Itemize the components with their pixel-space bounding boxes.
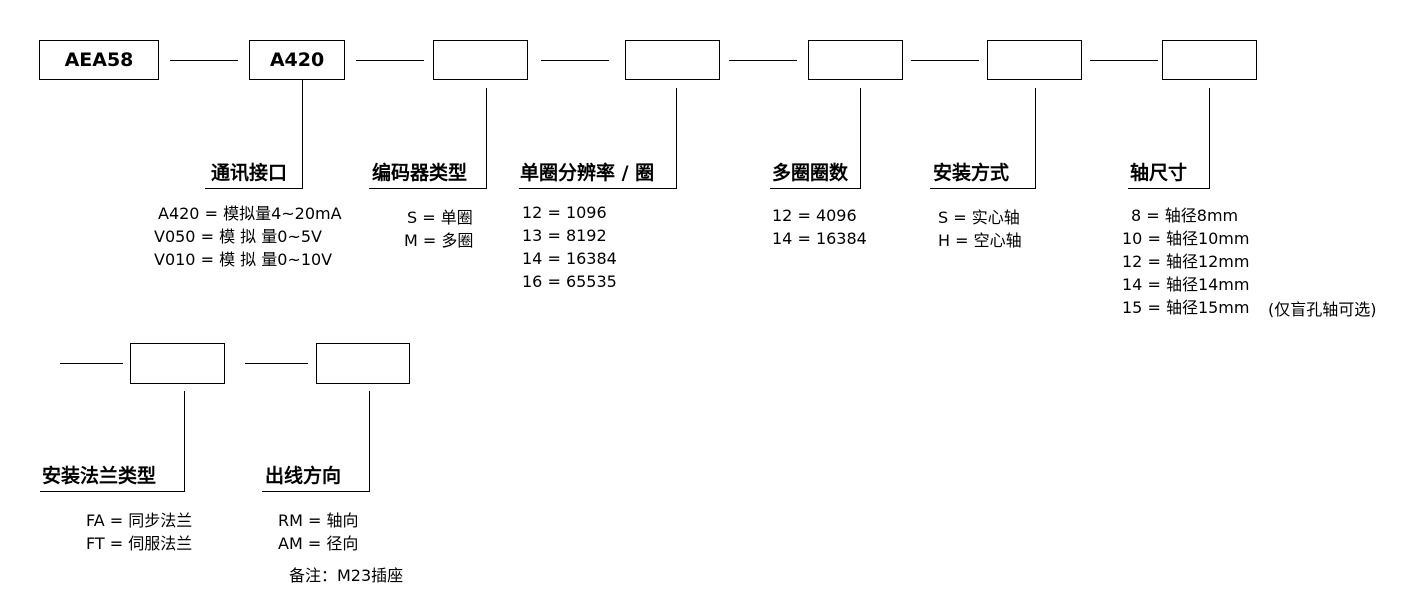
option-item: S = 实心轴 [938, 208, 1020, 227]
model-box-cable-exit [316, 343, 410, 384]
option-list-cable-exit: RM = 轴向 AM = 径向 [278, 509, 359, 555]
title-underline [770, 188, 861, 189]
option-item: S = 单圈 [407, 208, 473, 227]
field-title-flange: 安装法兰类型 [42, 465, 157, 487]
option-list-mounting: S = 实心轴 H = 空心轴 [938, 206, 1022, 252]
field-title-interface: 通讯接口 [211, 162, 288, 184]
leader-line [302, 80, 303, 188]
option-item: 10 = 轴径10mm [1122, 229, 1250, 248]
option-item: AM = 径向 [278, 534, 359, 553]
leader-line [860, 88, 861, 188]
option-list-flange: FA = 同步法兰 FT = 伺服法兰 [86, 509, 192, 555]
connector-line [1090, 60, 1158, 61]
title-underline [205, 188, 303, 189]
option-item: 12 = 轴径12mm [1122, 252, 1250, 271]
option-item: FT = 伺服法兰 [86, 534, 193, 553]
option-list-singleturn: 12 = 1096 13 = 8192 14 = 16384 16 = 6553… [522, 201, 617, 293]
option-item: V050 = 模 拟 量0~5V [154, 227, 322, 246]
option-item: H = 空心轴 [938, 231, 1022, 250]
option-item: 14 = 16384 [522, 249, 617, 268]
leader-line [676, 88, 677, 188]
model-box-singleturn [625, 40, 720, 80]
title-underline [930, 188, 1036, 189]
connector-line [60, 363, 123, 364]
field-title-cable-exit: 出线方向 [265, 465, 342, 487]
field-title-encoder-type: 编码器类型 [372, 162, 468, 184]
option-item: 12 = 4096 [772, 206, 857, 225]
connector-line [729, 60, 797, 61]
model-box-interface: A420 [249, 40, 345, 80]
option-list-encoder-type: S = 单圈 M = 多圈 [404, 206, 473, 252]
model-box-shaft-size [1162, 40, 1257, 80]
option-item: 14 = 轴径14mm [1122, 275, 1250, 294]
title-underline [40, 491, 185, 492]
leader-line [486, 88, 487, 188]
option-item: 12 = 1096 [522, 203, 607, 222]
connector-line [911, 60, 979, 61]
shaft-size-note: (仅盲孔轴可选) [1268, 300, 1377, 319]
connector-line [170, 60, 238, 61]
title-underline [1128, 188, 1210, 189]
option-item: 13 = 8192 [522, 226, 607, 245]
option-list-interface: A420 = 模拟量4~20mA V050 = 模 拟 量0~5V V010 =… [154, 202, 342, 271]
leader-line [1035, 88, 1036, 188]
cable-exit-remark: 备注：M23插座 [289, 566, 404, 585]
leader-line [369, 391, 370, 491]
option-item: RM = 轴向 [278, 511, 359, 530]
option-item: FA = 同步法兰 [86, 511, 193, 530]
option-item: A420 = 模拟量4~20mA [158, 204, 342, 223]
title-underline [519, 188, 677, 189]
model-box-encoder-type [433, 40, 528, 80]
connector-line [541, 60, 609, 61]
option-item: 15 = 轴径15mm [1122, 298, 1250, 317]
field-title-singleturn: 单圈分辨率 / 圈 [520, 162, 655, 184]
field-title-shaft-size: 轴尺寸 [1130, 162, 1188, 184]
model-box-mounting [987, 40, 1082, 80]
leader-line [184, 391, 185, 491]
connector-line [245, 363, 308, 364]
option-item: V010 = 模 拟 量0~10V [154, 250, 333, 269]
leader-line [1209, 88, 1210, 188]
option-item: 8 = 轴径8mm [1131, 206, 1239, 225]
model-box-flange [130, 343, 225, 384]
title-underline [369, 188, 487, 189]
model-box-series: AEA58 [39, 40, 159, 80]
option-list-multiturn: 12 = 4096 14 = 16384 [772, 204, 867, 250]
title-underline [262, 491, 370, 492]
option-item: 14 = 16384 [772, 229, 867, 248]
field-title-mounting: 安装方式 [933, 162, 1010, 184]
option-list-shaft-size: 8 = 轴径8mm 10 = 轴径10mm 12 = 轴径12mm 14 = 轴… [1122, 204, 1249, 319]
field-title-multiturn: 多圈圈数 [772, 162, 849, 184]
option-item: M = 多圈 [404, 231, 474, 250]
model-box-multiturn [808, 40, 903, 80]
option-item: 16 = 65535 [522, 272, 617, 291]
connector-line [356, 60, 424, 61]
